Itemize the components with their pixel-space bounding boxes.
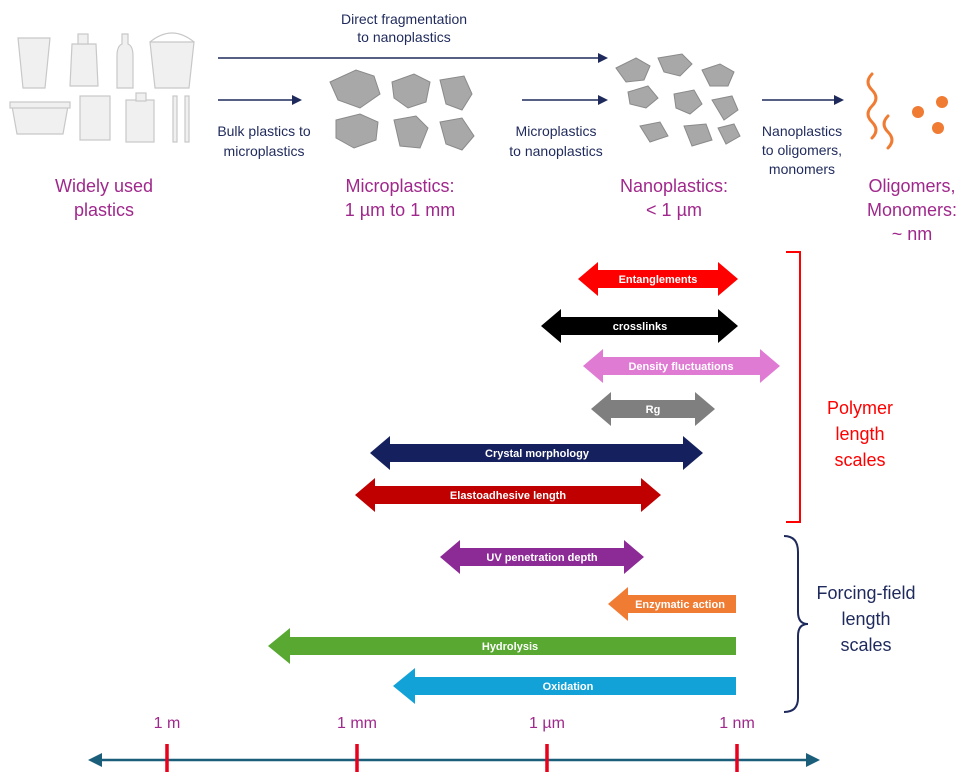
polymer-group-label-line1: Polymer (827, 398, 893, 418)
polymer-group-label-line3: scales (834, 450, 885, 470)
bar-uv-penetration-depth-arrow (440, 540, 644, 574)
scale-tick-label-1m: 1 m (154, 715, 181, 732)
scale-tick-label-1nm: 1 nm (719, 715, 755, 732)
stage-oligomers-line3: ~ nm (892, 224, 933, 244)
bar-density-fluctuations-label: Density fluctuations (628, 361, 733, 373)
bar-entanglements: Entanglements (578, 262, 738, 296)
stage-microplastics-line2: 1 µm to 1 mm (345, 200, 455, 220)
bar-uv-penetration-depth: UV penetration depth (440, 540, 644, 574)
stage-nanoplastics-line1: Nanoplastics: (620, 176, 728, 196)
bar-crosslinks-label: crosslinks (613, 321, 667, 333)
bar-hydrolysis-arrow (268, 628, 736, 664)
monomer-dots-icon (912, 96, 948, 134)
bulk-to-micro-label-line2: microplastics (224, 143, 305, 159)
stage-oligomers-line2: Monomers: (867, 200, 957, 220)
micro-to-nano-label-line2: to nanoplastics (509, 143, 602, 159)
nanoplastic-particles-icon (615, 53, 741, 147)
scale-tick-label-1um: 1 µm (529, 715, 565, 732)
bar-crosslinks-arrow (541, 309, 738, 343)
forcing-group-label-line1: Forcing-field (816, 583, 915, 603)
bar-oxidation: Oxidation (393, 668, 736, 704)
bar-density-fluctuations: Density fluctuations (583, 349, 780, 383)
polymer-group-label-line2: length (835, 424, 884, 444)
scale-axis-left-arrowhead (88, 753, 102, 767)
forcing-group-label-line2: length (841, 609, 890, 629)
nano-to-oligo-label-line3: monomers (769, 161, 835, 177)
forcing-group-label-line3: scales (840, 635, 891, 655)
bar-entanglements-arrow (578, 262, 738, 296)
bar-crystal-morphology-label: Crystal morphology (485, 448, 590, 460)
bar-rg-arrow (591, 392, 715, 426)
stage-microplastics-line1: Microplastics: (345, 176, 454, 196)
bar-enzymatic-action: Enzymatic action (608, 587, 736, 621)
bar-crystal-morphology: Crystal morphology (370, 436, 703, 470)
micro-to-nano-label-line1: Microplastics (516, 123, 597, 139)
forcing-bracket (783, 535, 809, 713)
bar-elastoadhesive-length: Elastoadhesive length (355, 478, 661, 512)
bar-crystal-morphology-arrow (370, 436, 703, 470)
scale-axis: 1 m 1 mm 1 µm 1 nm (88, 715, 820, 772)
stage-widely-used-line1: Widely used (55, 176, 153, 196)
stage-nanoplastics-line2: < 1 µm (646, 200, 702, 220)
microplastic-particles-icon (329, 69, 475, 151)
polymer-bracket (786, 251, 801, 523)
bar-hydrolysis: Hydrolysis (268, 628, 736, 664)
bar-enzymatic-action-label: Enzymatic action (635, 599, 725, 611)
nano-to-oligo-label-line2: to oligomers, (762, 142, 842, 158)
bulk-to-micro-label-line1: Bulk plastics to (217, 123, 311, 139)
bar-density-fluctuations-arrow (583, 349, 780, 383)
stage-oligomers-line1: Oligomers, (868, 176, 955, 196)
bar-entanglements-label: Entanglements (619, 274, 698, 286)
scale-tick-label-1mm: 1 mm (337, 715, 377, 732)
direct-fragmentation-label-line2: to nanoplastics (357, 29, 450, 45)
bar-hydrolysis-label: Hydrolysis (482, 641, 538, 653)
bar-crosslinks: crosslinks (541, 309, 738, 343)
bar-rg-label: Rg (646, 404, 661, 416)
scale-axis-right-arrowhead (806, 753, 820, 767)
stage-widely-used-line2: plastics (74, 200, 134, 220)
bar-enzymatic-action-arrow (608, 587, 736, 621)
bar-rg: Rg (591, 392, 715, 426)
bar-elastoadhesive-length-arrow (355, 478, 661, 512)
bar-oxidation-label: Oxidation (543, 681, 594, 693)
plastic-items-icon (9, 32, 195, 143)
bar-uv-penetration-depth-label: UV penetration depth (486, 552, 598, 564)
nano-to-oligo-label-line1: Nanoplastics (762, 123, 842, 139)
direct-fragmentation-label-line1: Direct fragmentation (341, 11, 467, 27)
bar-oxidation-arrow (393, 668, 736, 704)
oligomer-chains-icon (866, 72, 894, 150)
bar-elastoadhesive-length-label: Elastoadhesive length (450, 490, 566, 502)
